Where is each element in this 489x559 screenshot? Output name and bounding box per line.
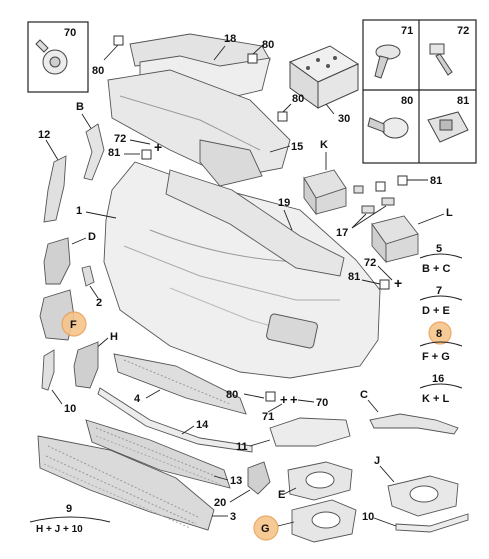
callout-30: 30 [338, 113, 350, 125]
legend-formula-16: K + L [422, 393, 449, 405]
legend-formula-7b: D + E [422, 305, 450, 317]
box-label-80: 80 [401, 95, 413, 107]
legend-num-8: 8 [436, 328, 442, 340]
callout-K: K [320, 139, 328, 151]
box-label-72: 72 [457, 25, 469, 37]
callout-20: 20 [214, 497, 226, 509]
callout-4: 4 [134, 393, 141, 405]
part-4-lower-grille [113, 353, 247, 415]
legend-item-5: 5 B + C [419, 243, 463, 275]
callout-3: 3 [230, 511, 236, 523]
part-10-strip [395, 513, 469, 533]
detail-box-70: 70 [27, 21, 89, 93]
part-K-sensor-housing [303, 169, 347, 216]
callout-H: H [110, 331, 118, 343]
svg-text:+: + [290, 392, 298, 407]
part-impact-absorber [107, 69, 291, 187]
callout-80b: 80 [262, 39, 274, 51]
detail-box-grid: 71 72 80 81 [362, 19, 477, 164]
callout-81a: 81 [108, 147, 120, 159]
callout-J: J [374, 455, 380, 467]
callout-B: B [76, 101, 84, 113]
legend-formula-8: F + G [422, 351, 450, 363]
part-L-sensor-housing [371, 215, 419, 264]
callout-17: 17 [336, 227, 348, 239]
callout-18: 18 [224, 33, 236, 45]
callout-81c: 81 [348, 271, 360, 283]
callout-15: 15 [291, 141, 303, 153]
callout-19: 19 [278, 197, 290, 209]
callout-72b: 72 [364, 257, 376, 269]
screw-71-icon [374, 44, 401, 79]
callout-81b: 81 [430, 175, 442, 187]
part-3-lower-mesh [37, 435, 215, 531]
callout-2: 2 [96, 297, 102, 309]
legend-num-16: 16 [432, 373, 444, 385]
callout-E: E [278, 489, 285, 501]
callout-80a: 80 [92, 65, 104, 77]
bolt-80-icon [367, 117, 409, 139]
legend-num-7: 7 [436, 285, 442, 297]
legend-item-16: 16 K + L [419, 373, 463, 405]
legend-formula-5: B + C [422, 263, 450, 275]
highlight-F [61, 311, 87, 337]
callout-80c: 80 [292, 93, 304, 105]
callout-13: 13 [230, 475, 242, 487]
callout-D: D [88, 231, 96, 243]
svg-text:+: + [394, 275, 402, 291]
box-label-71: 71 [401, 25, 413, 37]
callout-71: 71 [262, 411, 274, 423]
callout-9: 9 [66, 503, 72, 515]
highlight-G [253, 515, 279, 541]
callout-1: 1 [76, 205, 82, 217]
part-20-small-grille [247, 461, 271, 495]
clip-81-icon [427, 111, 469, 143]
part-18-upper-deflector [129, 33, 271, 101]
formula-9: H + J + 10 [36, 524, 83, 535]
highlight-8 [428, 321, 452, 345]
legend-formulas: 5 B + C 7 8 D + E 8 F + G 16 K + L [419, 243, 463, 405]
callout-10b: 10 [362, 511, 374, 523]
callout-G: G [261, 523, 270, 535]
legend-item-7: 7 8 D + E [419, 285, 463, 317]
svg-text:+: + [280, 392, 288, 407]
part-H-side-insert [73, 341, 99, 389]
callout-C: C [360, 389, 368, 401]
callout-L: L [446, 207, 453, 219]
callout-F: F [70, 319, 77, 331]
part-11-cover [269, 417, 351, 447]
callout-70: 70 [316, 397, 328, 409]
part-19-trim [165, 169, 345, 277]
callout-11: 11 [236, 441, 248, 453]
box-label-81: 81 [457, 95, 469, 107]
callout-14: 14 [196, 419, 209, 431]
part-13-mesh-grille [85, 419, 231, 489]
callout-10a: 10 [64, 403, 76, 415]
screw-icon [35, 39, 68, 75]
part-14-chrome-strip [97, 387, 253, 453]
box-label-70: 70 [64, 27, 76, 39]
screw-72-icon [429, 43, 453, 76]
callout-80d: 80 [226, 389, 238, 401]
callout-72: 72 [114, 133, 126, 145]
clip-kit-30 [288, 45, 360, 109]
svg-text:+: + [154, 139, 162, 155]
part-C-chrome-trim [369, 413, 459, 435]
legend-item-8: 8 F + G [419, 321, 463, 363]
part-B-bracket [83, 123, 105, 181]
part-D-side-grille [43, 237, 71, 285]
legend-num-5: 5 [436, 243, 442, 255]
part-12-guide [43, 155, 67, 223]
callout-12: 12 [38, 129, 50, 141]
part-1-bumper-cover [103, 161, 381, 379]
